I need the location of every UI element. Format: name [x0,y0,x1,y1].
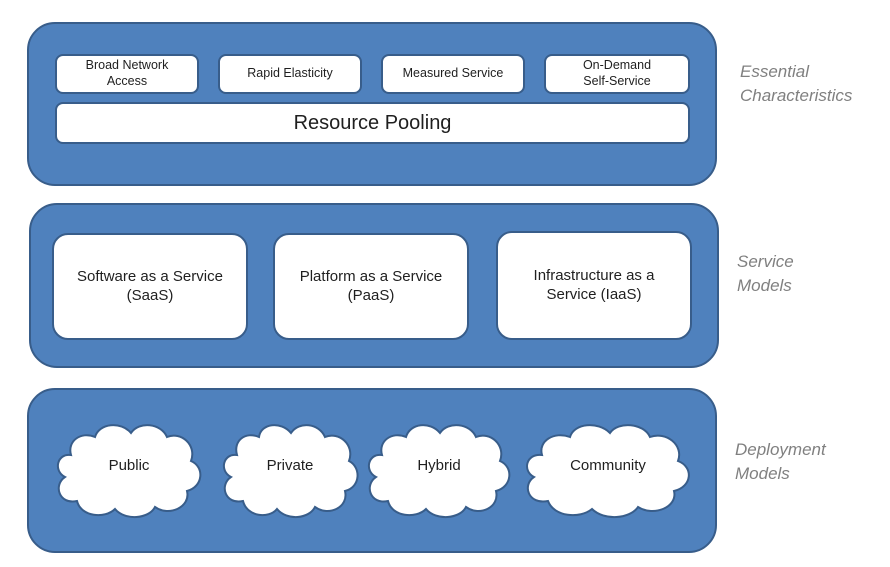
essential-characteristics-label: Essential Characteristics [740,62,853,105]
paas-box: Platform as a Service (PaaS) [273,233,469,340]
broad-network-access-box: Broad Network Access [55,54,199,94]
rapid-elasticity-box: Rapid Elasticity [218,54,362,94]
rapid-elasticity-label: Rapid Elasticity [247,66,333,81]
iaas-box: Infrastructure as a Service (IaaS) [496,231,692,340]
resource-pooling-label: Resource Pooling [293,111,452,134]
paas-label: Platform as a Service (PaaS) [299,267,443,304]
cloud-community-label: Community [570,457,646,474]
cloud-public: Public [49,415,209,523]
saas-box: Software as a Service (SaaS) [52,233,248,340]
on-demand-self-service-label: On-Demand Self-Service [582,58,652,88]
cloud-community: Community [518,415,698,523]
deployment-models-label: Deployment Models [735,440,826,483]
saas-label: Software as a Service (SaaS) [77,267,223,304]
cloud-hybrid-label: Hybrid [417,457,461,474]
broad-network-access-label: Broad Network Access [85,58,169,88]
cloud-hybrid: Hybrid [360,415,518,523]
cloud-icon [526,424,690,518]
measured-service-label: Measured Service [402,66,504,81]
iaas-label: Infrastructure as a Service (IaaS) [533,266,655,303]
on-demand-self-service-box: On-Demand Self-Service [544,54,690,94]
service-models-label: Service Models [737,252,794,295]
cloud-private-label: Private [266,457,314,474]
cloud-icon [56,424,202,518]
cloud-icon [367,424,511,518]
cloud-public-label: Public [108,457,150,474]
resource-pooling-box: Resource Pooling [55,102,690,144]
cloud-icon [222,424,359,518]
measured-service-box: Measured Service [381,54,525,94]
cloud-private: Private [215,415,365,523]
